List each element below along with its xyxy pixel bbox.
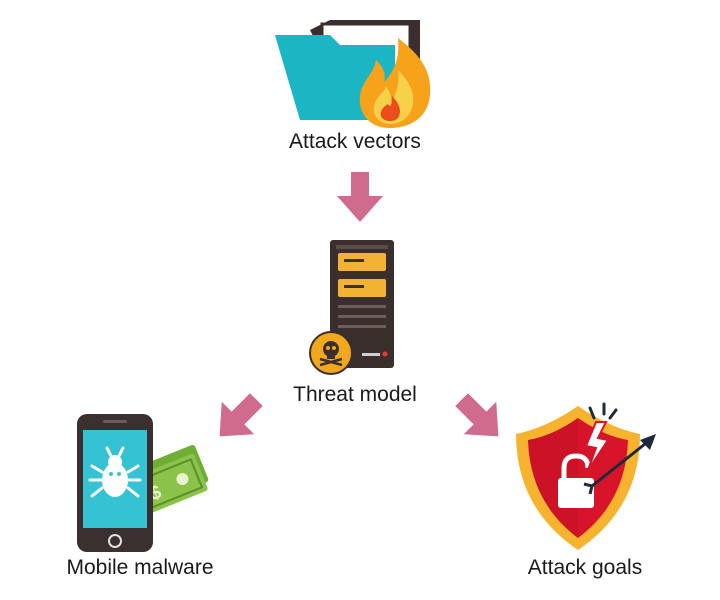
- label-threat-model: Threat model: [293, 383, 417, 406]
- server-bomb-icon: [309, 240, 394, 375]
- shield-lock-arrow-icon: [516, 402, 656, 550]
- node-attack-goals: [500, 398, 670, 554]
- node-attack-vectors: [270, 10, 440, 130]
- folder-fire-icon: [275, 20, 431, 128]
- arrow-down-left-icon: [219, 393, 263, 437]
- label-mobile-malware: Mobile malware: [66, 556, 214, 579]
- label-attack-goals: Attack goals: [527, 556, 643, 579]
- label-attack-vectors: Attack vectors: [289, 130, 421, 153]
- arrow-down-icon: [337, 172, 383, 222]
- phone-bug-money-icon: $: [77, 414, 209, 552]
- node-mobile-malware: $: [75, 412, 215, 554]
- node-threat-model: [300, 235, 410, 375]
- arrow-down-right-icon: [455, 393, 499, 437]
